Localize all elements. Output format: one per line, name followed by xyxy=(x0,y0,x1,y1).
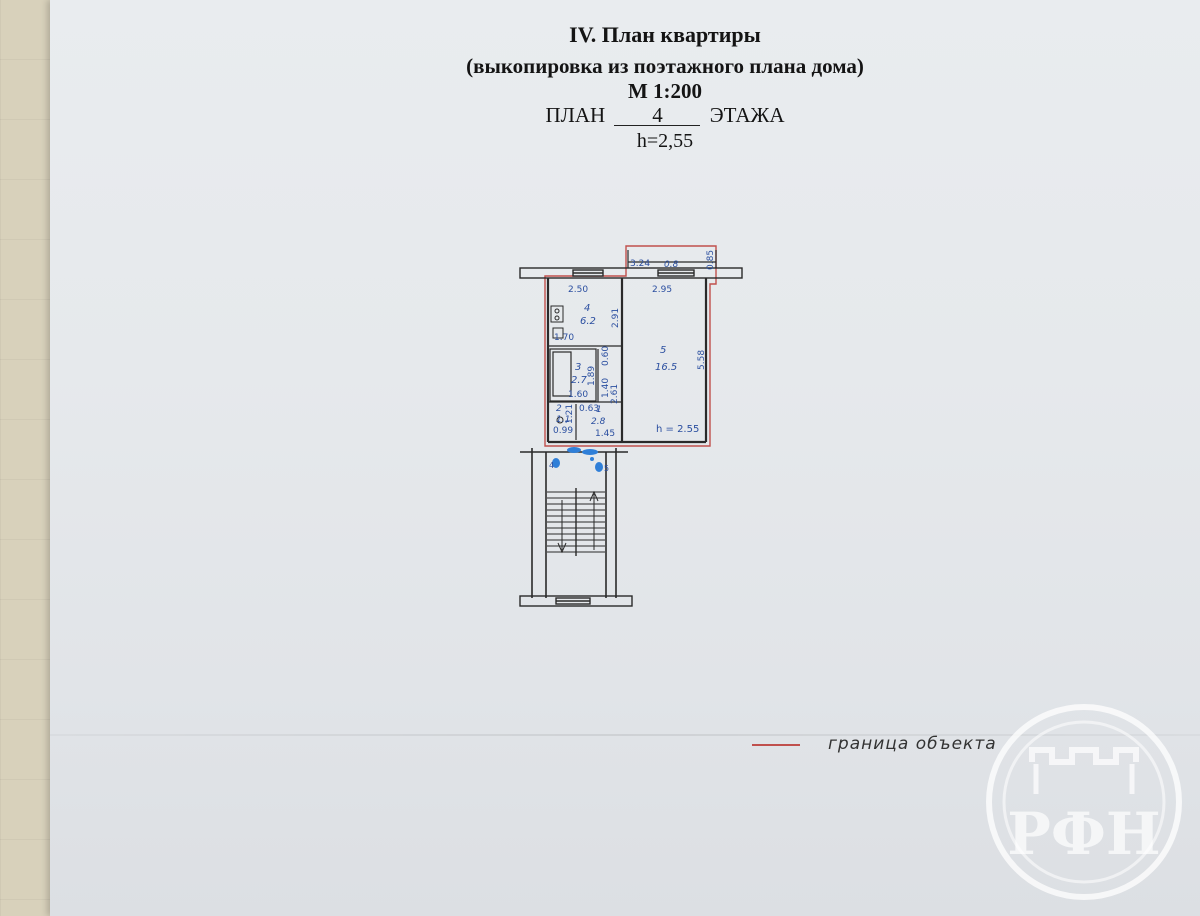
dim-room-width: 2.95 xyxy=(652,285,672,295)
dim-0-60: 0.60 xyxy=(601,346,611,366)
dim-hall-width: 1.45 xyxy=(595,429,615,439)
boundary-legend-line xyxy=(752,744,800,746)
top-facade-wall xyxy=(519,267,743,279)
stairwell xyxy=(520,448,628,598)
hall-number: 1 xyxy=(596,405,602,415)
floor-line: ПЛАН 4 ЭТАЖА xyxy=(400,103,930,128)
kitchen-stove xyxy=(550,305,564,323)
room-height-label: h = 2.55 xyxy=(656,424,699,435)
bottom-facade-wall xyxy=(519,595,633,607)
dim-0-99: 0.99 xyxy=(553,426,573,436)
dim-wc-depth: 1.21 xyxy=(565,404,575,424)
rfn-seal-watermark: РФН xyxy=(986,704,1182,900)
room-area: 16.5 xyxy=(655,362,677,373)
plan-suffix: ЭТАЖА xyxy=(709,103,785,127)
kitchen-sink xyxy=(552,327,564,339)
seal-lettering: РФН xyxy=(1007,800,1160,868)
dim-balcony-depth: 0.85 xyxy=(706,250,716,270)
plan-scale: М 1:200 xyxy=(627,79,703,103)
wc-number: 2 xyxy=(556,404,562,414)
ceiling-height: h=2,55 xyxy=(636,130,694,152)
dim-0-63: 0.63 xyxy=(579,404,599,414)
balcony xyxy=(627,250,717,268)
stair-mark-left: 4 xyxy=(549,461,554,470)
dim-room-depth: 5.58 xyxy=(697,350,707,370)
document-title: IV. План квартиры xyxy=(569,22,761,47)
room-number: 5 xyxy=(660,345,666,356)
dim-kitchen-lower-width: 1.70 xyxy=(554,333,574,343)
bath-number: 3 xyxy=(575,362,581,373)
boundary-legend-label: граница объекта xyxy=(828,734,997,754)
hall-area: 2.8 xyxy=(591,417,606,427)
dim-bath-depth: 1.89 xyxy=(587,366,597,386)
wc-area: 1.1 xyxy=(556,415,570,425)
dim-1-40: 1.40 xyxy=(601,378,611,398)
kitchen-number: 4 xyxy=(584,303,590,314)
balcony-area: 0.8 xyxy=(664,260,679,270)
document-subtitle: (выкопировка из поэтажного плана дома) xyxy=(466,54,864,78)
stair-arrow-down xyxy=(557,500,567,554)
dim-bath-width: 1.60 xyxy=(568,390,588,400)
floor-number: 4 xyxy=(614,105,701,126)
interior-partitions xyxy=(548,345,622,440)
dim-kitchen-width: 2.50 xyxy=(568,285,588,295)
dim-2-61: 2.61 xyxy=(610,384,620,404)
kitchen-area: 6.2 xyxy=(580,316,596,327)
stair-arrow-up xyxy=(589,490,599,550)
paper-fold xyxy=(50,734,1200,736)
bath-area: 2.7 xyxy=(571,375,588,386)
paper-sheet xyxy=(50,0,1200,916)
stair-mark-right: 5 xyxy=(604,464,609,473)
dim-balcony-width: 3.24 xyxy=(630,259,650,269)
plan-prefix: ПЛАН xyxy=(545,103,606,127)
apartment-walls xyxy=(546,278,708,444)
toilet-fixture xyxy=(556,416,564,424)
ink-blots xyxy=(552,447,603,472)
stair-steps xyxy=(547,488,605,556)
dim-kitchen-depth: 2.91 xyxy=(611,308,621,328)
